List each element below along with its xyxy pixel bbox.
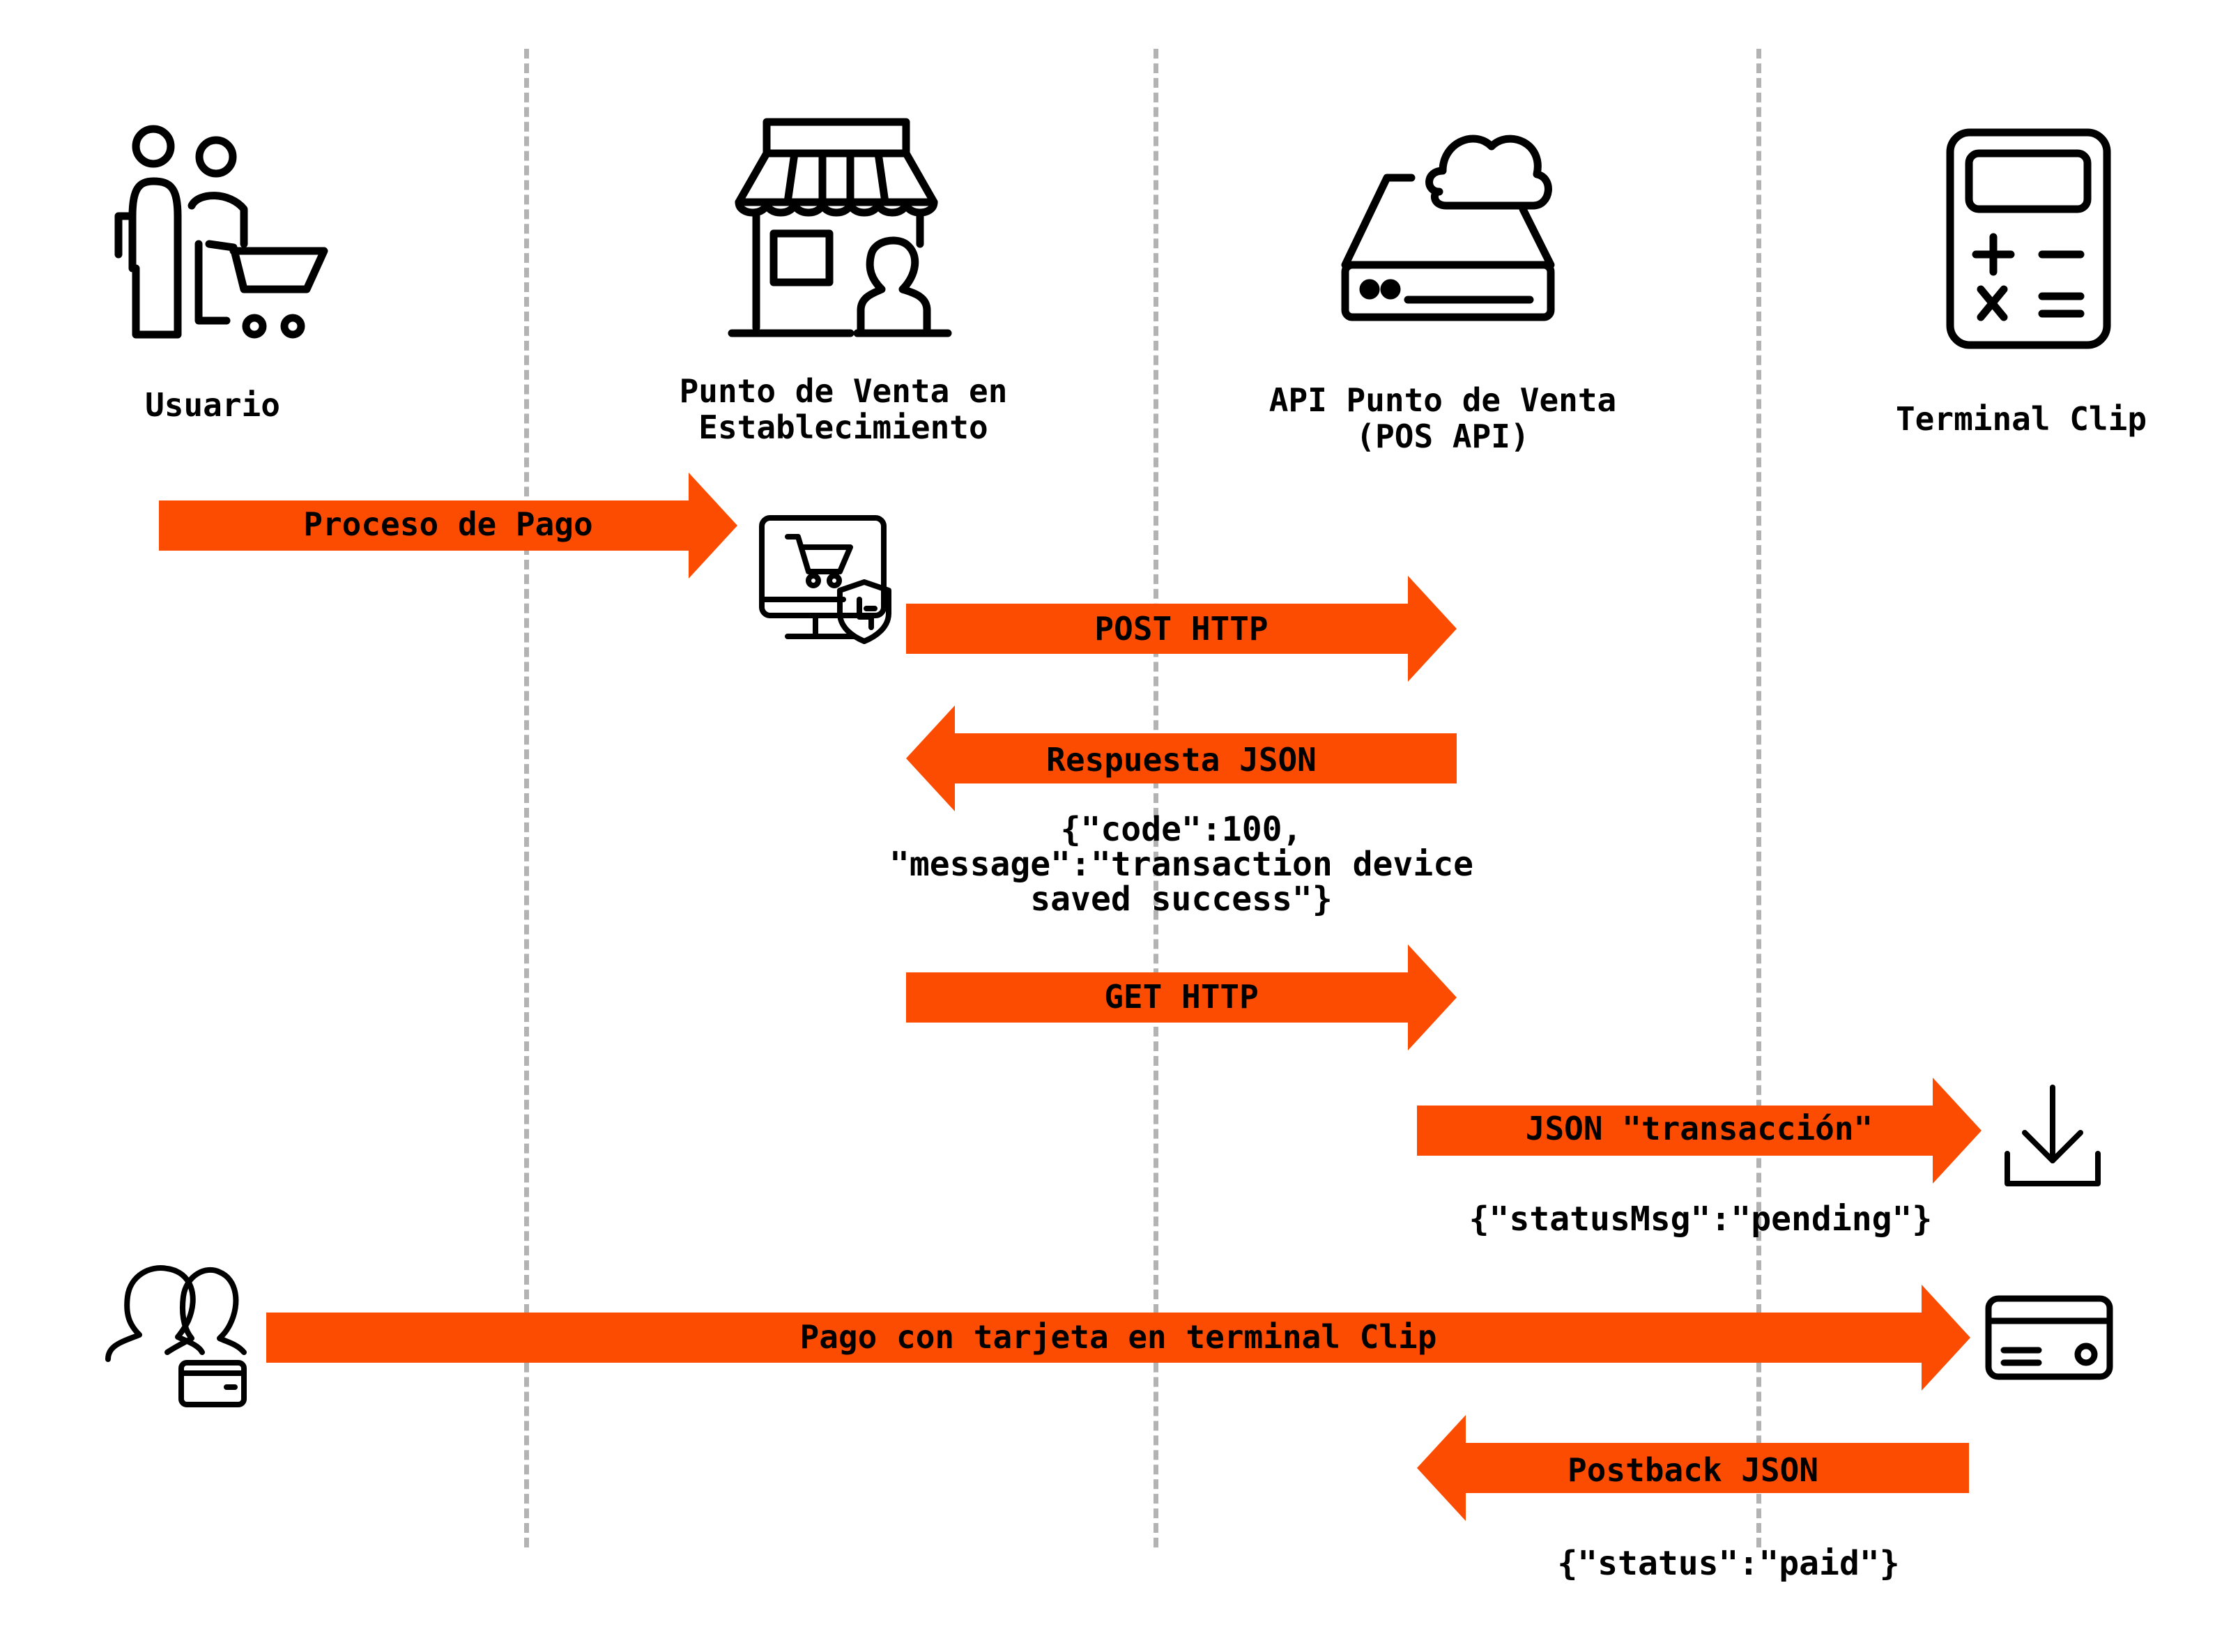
arrow-proceso-de-pago	[159, 473, 737, 579]
actor-label-usuario: Usuario	[145, 386, 280, 424]
credit-card-icon	[1985, 1295, 2113, 1380]
actor-label-punto-de-venta: Punto de Venta en Establecimiento	[679, 372, 1008, 446]
payload-respuesta-json: {"code":100, "message":"transaction devi…	[889, 810, 1474, 919]
download-icon	[2005, 1085, 2101, 1186]
arrow-respuesta-json	[906, 705, 1457, 811]
arrow-post-http	[906, 576, 1457, 682]
arrow-label-get-http: GET HTTP	[1104, 978, 1259, 1016]
calculator-terminal-icon	[1946, 128, 2111, 349]
actor-label-terminal-clip: Terminal Clip	[1895, 400, 2147, 438]
payload-transaccion: {"statusMsg":"pending"}	[1469, 1200, 1933, 1239]
arrow-label-json-transaccion: JSON "transacción"	[1525, 1110, 1873, 1147]
arrow-label-respuesta-json: Respuesta JSON	[1046, 741, 1317, 779]
arrow-postback-json	[1417, 1415, 1969, 1521]
payload-postback: {"status":"paid"}	[1557, 1544, 1900, 1583]
arrow-pago-con-tarjeta	[266, 1285, 1970, 1391]
arrow-label-pago-con-tarjeta: Pago con tarjeta en terminal Clip	[799, 1318, 1437, 1356]
actor-label-pos-api: API Punto de Venta (POS API)	[1269, 381, 1617, 455]
arrow-get-http	[906, 944, 1457, 1050]
arrow-label-postback-json: Postback JSON	[1567, 1451, 1819, 1489]
arrow-label-proceso-de-pago: Proceso de Pago	[303, 505, 593, 543]
lane-divider-3	[1756, 49, 1761, 1547]
arrow-label-post-http: POST HTTP	[1094, 610, 1269, 648]
people-with-cart-icon	[114, 125, 328, 339]
lane-divider-1	[524, 49, 529, 1547]
storefront-with-person-icon	[728, 118, 952, 337]
lane-divider-2	[1154, 49, 1158, 1547]
secure-shopping-computer-icon	[759, 515, 891, 644]
arrow-json-transaccion	[1417, 1078, 1982, 1184]
customers-with-card-icon	[105, 1265, 247, 1407]
cloud-server-icon	[1341, 135, 1555, 321]
